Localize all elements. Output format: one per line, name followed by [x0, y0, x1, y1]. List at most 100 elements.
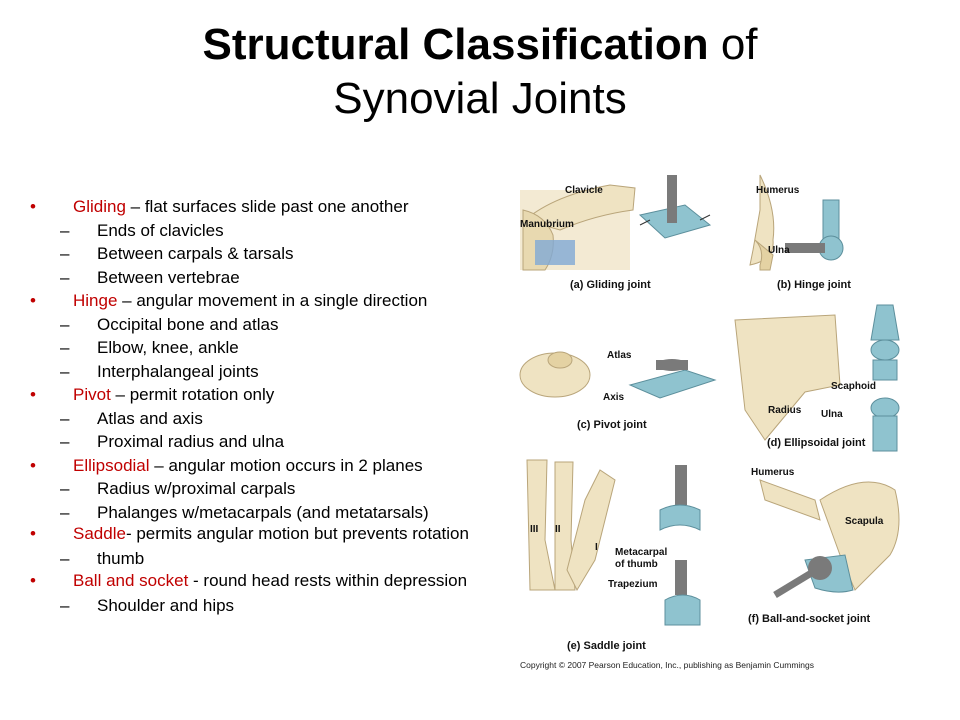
desc-hinge: – angular movement in a single direction	[117, 291, 428, 310]
dash-marker: –	[60, 244, 70, 263]
dash-marker: –	[60, 595, 70, 615]
bullet-marker: •	[30, 291, 36, 310]
clavicle-bone	[523, 184, 636, 231]
bullet-marker: •	[30, 385, 36, 404]
cartilage-patch	[535, 240, 575, 265]
label-metacarpal: Metacarpal	[615, 547, 667, 558]
sub-text: Atlas and axis	[97, 408, 203, 428]
sub-text: Radius w/proximal carpals	[97, 479, 296, 498]
sub-item: – Radius w/proximal carpals	[30, 477, 500, 501]
thumb-bone	[566, 469, 616, 592]
ball-model-rod	[773, 569, 815, 598]
saddle-model-post-2	[675, 560, 687, 595]
desc-ellipsoidal: – angular motion occurs in 2 planes	[149, 455, 423, 475]
sub-item: – Between carpals & tarsals	[30, 242, 500, 266]
bullet-marker: •	[30, 524, 36, 543]
label-humerus-b: Humerus	[756, 185, 800, 196]
label-scaphoid: Scaphoid	[831, 381, 876, 392]
label-of-thumb: of thumb	[615, 559, 658, 570]
dash-marker: –	[60, 314, 70, 334]
bullet-ball-socket: • Ball and socket - round head rests wit…	[30, 571, 500, 590]
sub-item: – Occipital bone and atlas	[30, 313, 500, 337]
dash-marker: –	[60, 502, 70, 522]
pivot-model-base	[628, 369, 717, 399]
panel-ellipsoidal: Scaphoid Radius Ulna (d) Ellipsoidal joi…	[734, 304, 900, 452]
dash-marker: –	[60, 549, 70, 568]
sub-item: – Phalanges w/metacarpals (and metatarsal…	[30, 501, 500, 525]
ellipsoid-model-base	[872, 415, 898, 452]
label-atlas: Atlas	[607, 350, 632, 361]
saddle-model-lower	[664, 594, 701, 626]
label-roman-2: II	[555, 524, 561, 535]
sub-item: –Interphalangeal joints	[30, 360, 500, 384]
label-roman-3: III	[530, 524, 539, 535]
term-gliding: Gliding	[73, 197, 126, 216]
dash-marker: –	[60, 338, 70, 357]
label-ulna-d: Ulna	[821, 409, 843, 420]
saddle-model-post-1	[675, 465, 687, 505]
hinge-model-arm	[785, 243, 825, 253]
desc-saddle: - permits angular motion but prevents ro…	[125, 524, 469, 543]
sub-text: Proximal radius and ulna	[97, 432, 285, 451]
panel-ball-socket: Humerus Scapula (f) Ball-and-socket join…	[748, 467, 900, 625]
label-axis: Axis	[603, 392, 625, 403]
sub-text: Between carpals & tarsals	[97, 244, 294, 263]
ellipsoid-model-head	[870, 339, 900, 361]
panel-pivot: Atlas Axis (c) Pivot joint	[519, 350, 717, 431]
sub-item: – Proximal radius and ulna	[30, 430, 500, 454]
dash-marker: –	[60, 432, 70, 451]
term-ball-socket: Ball and socket	[73, 570, 189, 590]
gliding-model-post	[667, 175, 677, 223]
caption-gliding: (a) Gliding joint	[570, 279, 651, 291]
sub-text: Phalanges w/metacarpals (and metatarsals…	[97, 502, 429, 522]
panel-gliding: Clavicle Manubrium (a) Gliding joint	[520, 175, 712, 291]
label-scapula: Scapula	[845, 516, 884, 527]
bullet-list: • Gliding – flat surfaces slide past one…	[30, 195, 500, 617]
desc-ball-socket: - round head rests within depression	[188, 570, 468, 590]
saddle-model-upper	[659, 504, 701, 531]
sub-text: thumb	[97, 549, 145, 568]
scapula-bone	[819, 481, 900, 591]
sub-item: – Between vertebrae	[30, 266, 500, 290]
desc-gliding: – flat surfaces slide past one another	[125, 197, 409, 216]
bullet-marker: •	[30, 197, 36, 216]
ellipsoid-model-socket	[872, 359, 898, 381]
bullet-ellipsoidal: • Ellipsodial – angular motion occurs in…	[30, 454, 500, 478]
title-of: of	[708, 20, 758, 69]
caption-pivot: (c) Pivot joint	[577, 419, 647, 431]
label-humerus-f: Humerus	[751, 467, 795, 478]
ellipsoid-model-top	[870, 304, 900, 341]
panel-saddle: III II I Metacarpal of thumb Trapezium (…	[526, 459, 701, 652]
dash-marker: –	[60, 267, 70, 287]
humerus-head-bone	[759, 479, 821, 521]
desc-pivot: – permit rotation only	[110, 385, 275, 404]
dash-marker: –	[60, 361, 70, 381]
wrist-bones	[734, 314, 841, 441]
ellipsoid-model-head2	[870, 397, 900, 419]
joint-types-figure: Clavicle Manubrium (a) Gliding joint Hum…	[519, 174, 900, 670]
label-trapezium: Trapezium	[608, 579, 658, 590]
axis-dens	[547, 351, 573, 369]
dash-marker: –	[60, 408, 70, 428]
sub-item: – Ends of clavicles	[30, 219, 500, 243]
sub-text: Between vertebrae	[97, 267, 240, 287]
sub-text: Shoulder and hips	[97, 595, 235, 615]
sub-item: –Elbow, knee, ankle	[30, 336, 500, 360]
copyright-notice: Copyright © 2007 Pearson Education, Inc.…	[520, 660, 814, 670]
dash-marker: –	[60, 479, 70, 498]
humerus-bone	[749, 174, 775, 266]
caption-ball-socket: (f) Ball-and-socket joint	[748, 613, 871, 625]
caption-ellipsoidal: (d) Ellipsoidal joint	[767, 437, 866, 449]
label-roman-1: I	[595, 542, 598, 553]
sub-item: – Shoulder and hips	[30, 594, 500, 618]
elbow-bone	[754, 239, 774, 271]
bullet-gliding: • Gliding – flat surfaces slide past one…	[30, 195, 500, 219]
sub-text: Ends of clavicles	[97, 220, 224, 240]
finger-bone-3	[526, 459, 556, 591]
caption-hinge: (b) Hinge joint	[777, 279, 851, 291]
arrow-line	[639, 219, 651, 226]
term-saddle: Saddle	[73, 524, 126, 543]
dash-marker: –	[60, 220, 70, 240]
sub-text: Occipital bone and atlas	[97, 314, 279, 334]
term-pivot: Pivot	[73, 385, 111, 404]
